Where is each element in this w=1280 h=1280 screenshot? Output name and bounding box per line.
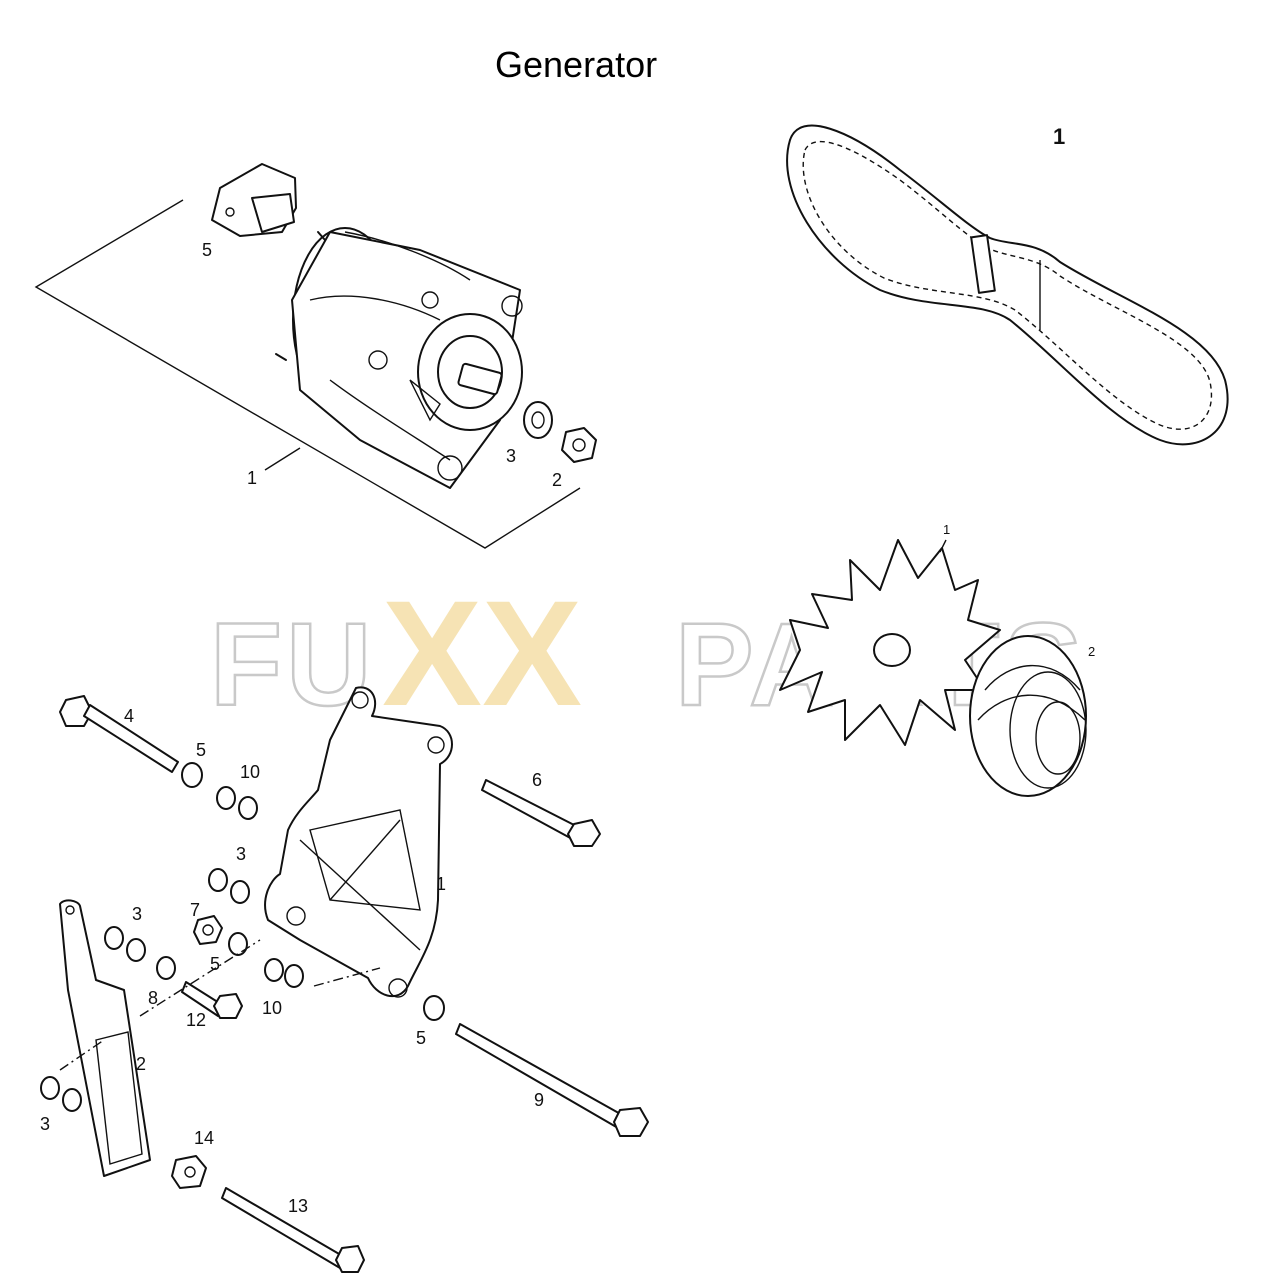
page-title: Generator [495,44,658,85]
label-bolt-bottom: 13 [288,1196,308,1216]
label-alternator: 1 [247,468,257,488]
bolt-long-top [59,695,179,773]
pulley [969,635,1087,797]
nut [561,427,597,463]
nut-7 [193,915,223,945]
label-fan: 1 [943,522,950,537]
cooling-fan [779,539,1001,746]
label-adjuster-strap: 2 [136,1054,146,1074]
label-pulley: 2 [1088,644,1095,659]
label-bolt-right: 6 [532,770,542,790]
nut-bottom [171,1155,207,1189]
bolt-bottom [221,1187,365,1273]
label-bracket: 1 [436,874,446,894]
label-washer-pair-mid: 3 [236,844,246,864]
label-washer-mid: 5 [210,954,220,974]
adjuster-strap [59,899,151,1177]
label-belt: 1 [1053,124,1065,149]
label-washer: 3 [506,446,516,466]
drive-belt: 1 [786,124,1229,446]
mounting-bracket [264,686,453,998]
label-washer-pair-left: 3 [132,904,142,924]
fan-pulley-group: 1 2 [779,522,1095,797]
washer [523,401,553,439]
label-washer-top: 5 [196,740,206,760]
leader-line [264,447,301,471]
label-nut-bottom: 14 [194,1128,214,1148]
watermark-middle: XX [382,569,582,737]
label-washer-pair-bottom: 10 [262,998,282,1018]
label-regulator: 5 [202,240,212,260]
bolt-long-right [455,1023,649,1137]
alternator-body [275,227,523,489]
bolt-short [181,981,243,1019]
label-bolt-short: 12 [186,1010,206,1030]
washers [40,762,445,1112]
label-washer-pair-low: 3 [40,1114,50,1134]
alternator-group: 5 1 3 2 [34,163,597,549]
label-bolt-long-top: 4 [124,706,134,726]
regulator [211,163,297,237]
label-washer-left: 8 [148,988,158,1008]
label-bolt-long-right: 9 [534,1090,544,1110]
label-washer-right: 5 [416,1028,426,1048]
label-nut-7: 7 [190,900,200,920]
alignment-lines [59,939,381,1071]
bracket-group: 4 5 10 6 3 1 3 7 5 8 10 12 5 2 3 9 14 13 [40,686,649,1273]
group-frame-line [34,199,581,549]
label-nut: 2 [552,470,562,490]
leader-line [939,539,947,553]
bolt-right [481,779,601,847]
label-washer-pair-top: 10 [240,762,260,782]
